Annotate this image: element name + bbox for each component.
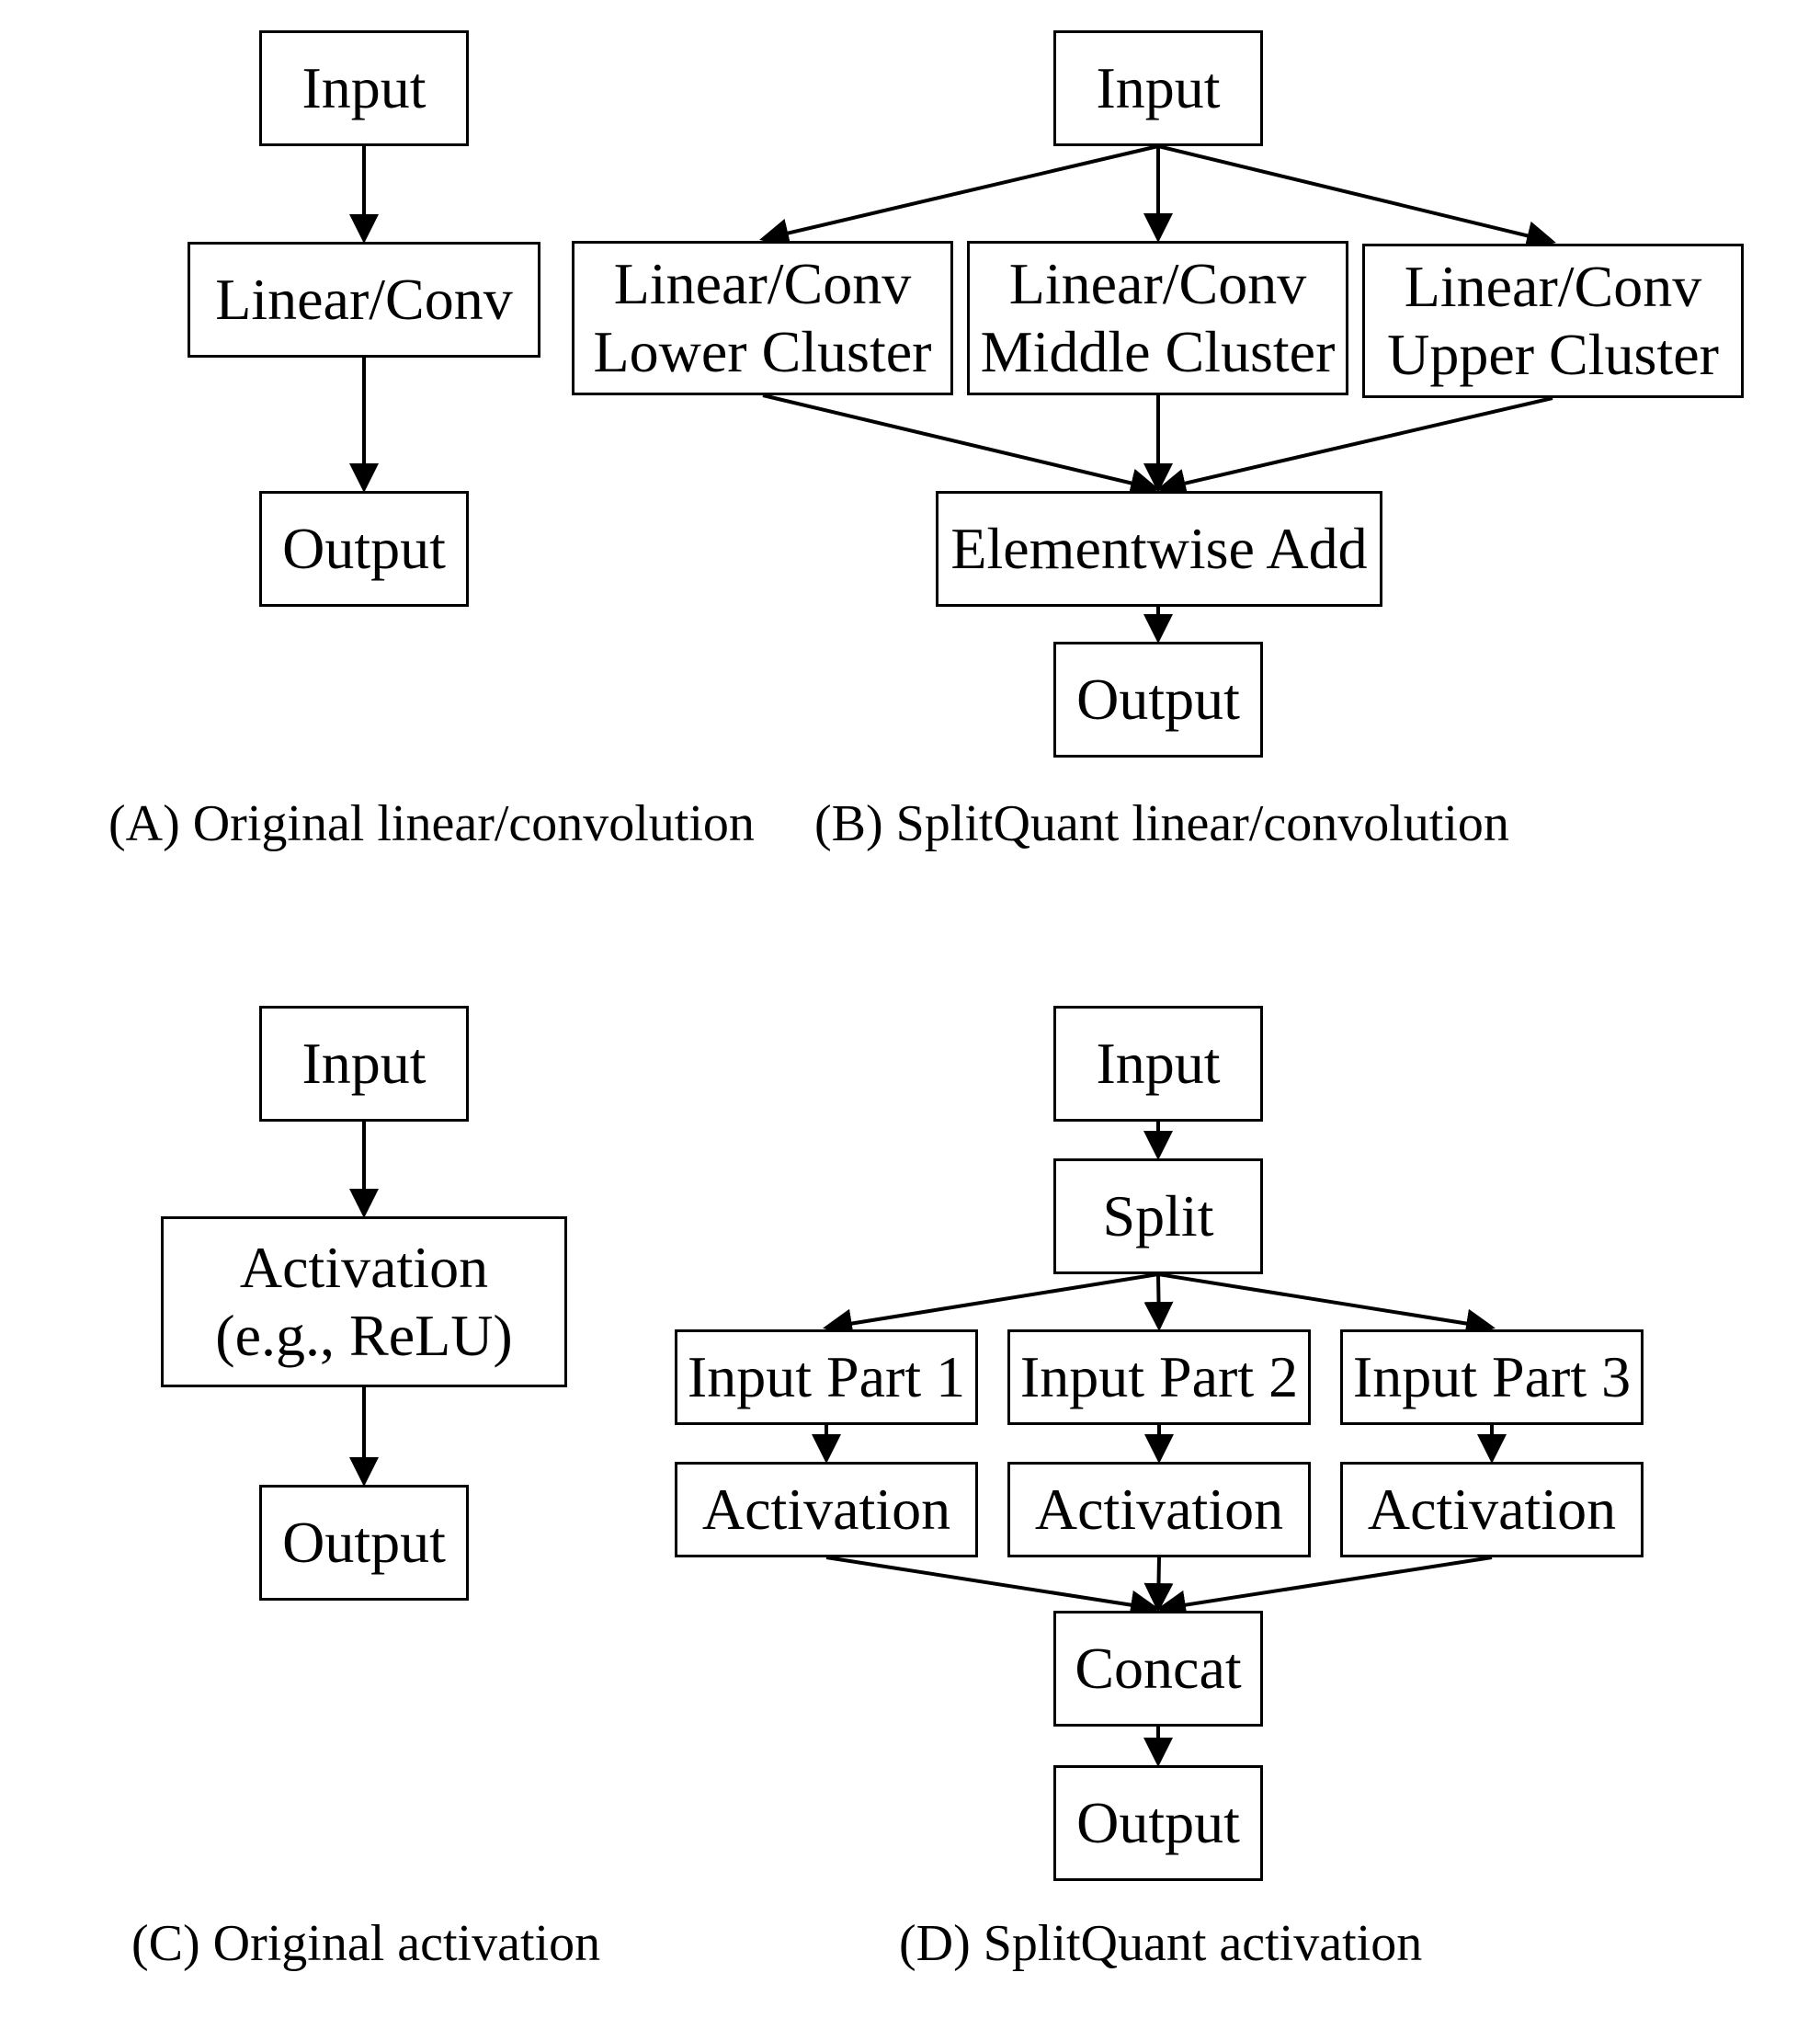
b-input-node: Input: [1053, 30, 1263, 146]
b-upper-cluster-line1: Linear/Conv: [1404, 254, 1702, 320]
d-split-node: Split: [1053, 1158, 1263, 1274]
d-input-part-1-label: Input Part 1: [687, 1344, 966, 1410]
b-upper-to-add-arrow: [1156, 396, 1553, 498]
b-lower-to-add-arrow: [762, 393, 1160, 498]
d-input-label: Input: [1096, 1031, 1221, 1097]
d-input-part-2-node: Input Part 2: [1007, 1329, 1311, 1425]
c-output-node: Output: [259, 1485, 469, 1601]
b-caption: (B) SplitQuant linear/convolution: [814, 795, 1509, 852]
d-activation-1-node: Activation: [675, 1462, 978, 1557]
d-activation-2-node: Activation: [1007, 1462, 1311, 1557]
b-upper-cluster-node: Linear/Conv Upper Cluster: [1362, 244, 1744, 398]
d-split-to-part3-arrow: [1157, 1272, 1496, 1339]
a-output-label: Output: [282, 516, 446, 582]
d-activation3-to-concat-arrow: [1156, 1556, 1493, 1620]
c-input-node: Input: [259, 1006, 469, 1122]
a-caption: (A) Original linear/convolution: [108, 795, 755, 852]
d-input-node: Input: [1053, 1006, 1263, 1122]
b-lower-cluster-line1: Linear/Conv: [613, 251, 912, 317]
c-caption: (C) Original activation: [131, 1915, 601, 1972]
a-input-node: Input: [259, 30, 469, 146]
d-input-part-1-node: Input Part 1: [675, 1329, 978, 1425]
edge-group: [349, 144, 1556, 1767]
b-elementwise-add-node: Elementwise Add: [936, 491, 1382, 607]
b-lower-cluster-node: Linear/Conv Lower Cluster: [572, 241, 953, 395]
d-input-part-2-label: Input Part 2: [1019, 1344, 1299, 1410]
a-linear-conv-label: Linear/Conv: [215, 267, 513, 333]
d-activation1-to-concat-arrow: [825, 1556, 1160, 1620]
a-output-node: Output: [259, 491, 469, 607]
d-activation-2-label: Activation: [1034, 1477, 1284, 1543]
c-activation-node: Activation (e.g., ReLU): [161, 1216, 567, 1387]
d-concat-label: Concat: [1075, 1636, 1242, 1702]
d-split-label: Split: [1102, 1183, 1214, 1249]
a-linear-conv-node: Linear/Conv: [188, 242, 540, 358]
c-input-label: Input: [301, 1031, 427, 1097]
b-middle-cluster-node: Linear/Conv Middle Cluster: [967, 241, 1348, 395]
b-elementwise-add-label: Elementwise Add: [950, 516, 1368, 582]
d-caption: (D) SplitQuant activation: [899, 1915, 1423, 1972]
d-split-to-part1-arrow: [823, 1272, 1159, 1339]
d-concat-node: Concat: [1053, 1611, 1263, 1727]
b-middle-cluster-line2: Middle Cluster: [980, 319, 1336, 384]
c-activation-line2: (e.g., ReLU): [215, 1303, 513, 1368]
b-input-label: Input: [1096, 55, 1221, 121]
b-output-label: Output: [1076, 667, 1240, 733]
b-lower-cluster-line2: Lower Cluster: [593, 319, 932, 384]
d-split-to-part2-arrow: [1143, 1273, 1174, 1331]
d-activation-3-label: Activation: [1367, 1477, 1617, 1543]
d-input-part-3-label: Input Part 3: [1352, 1344, 1632, 1410]
d-activation-1-label: Activation: [701, 1477, 951, 1543]
d-activation-3-node: Activation: [1340, 1462, 1644, 1557]
b-middle-cluster-line1: Linear/Conv: [1008, 251, 1307, 317]
b-upper-cluster-line2: Upper Cluster: [1387, 322, 1719, 387]
b-output-node: Output: [1053, 642, 1263, 758]
c-activation-line1: Activation: [239, 1235, 489, 1301]
d-activation2-to-concat-arrow: [1143, 1556, 1174, 1613]
d-output-label: Output: [1076, 1790, 1240, 1856]
a-input-label: Input: [301, 55, 427, 121]
b-input-to-lower-arrow: [759, 144, 1159, 248]
b-input-to-upper-arrow: [1157, 144, 1556, 250]
d-output-node: Output: [1053, 1765, 1263, 1881]
d-input-part-3-node: Input Part 3: [1340, 1329, 1644, 1425]
c-output-label: Output: [282, 1510, 446, 1576]
